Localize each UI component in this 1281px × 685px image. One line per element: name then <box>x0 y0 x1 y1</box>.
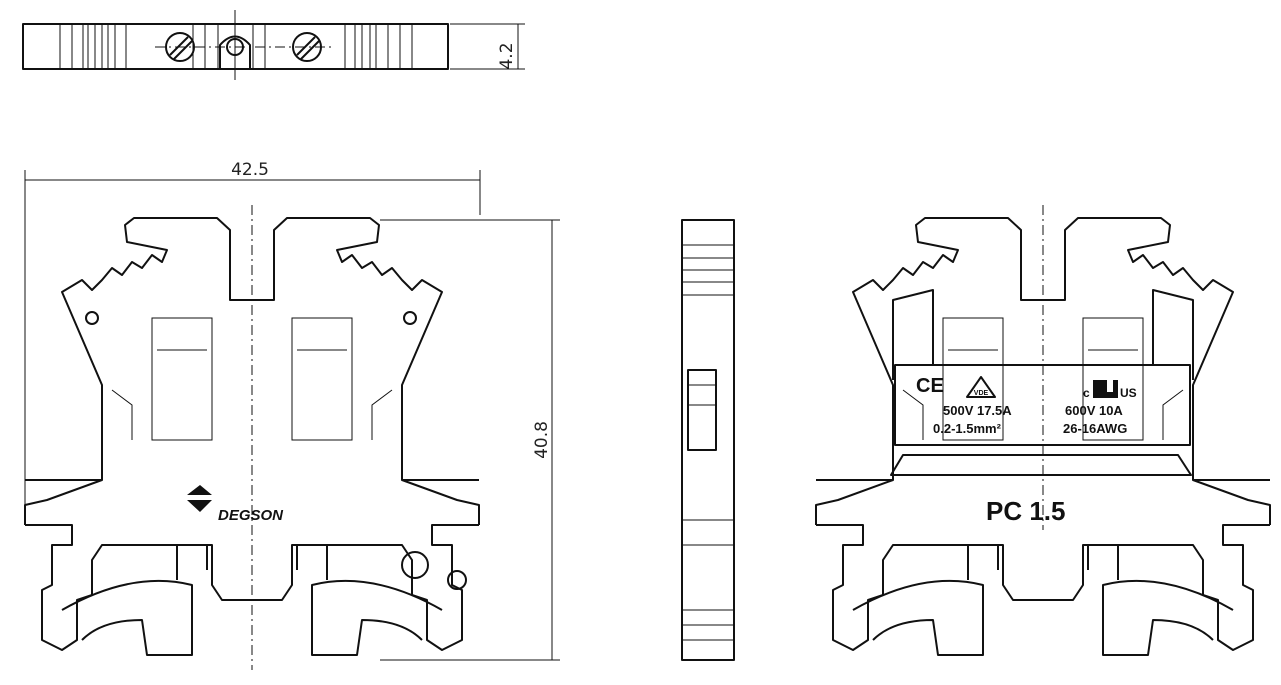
iec-wire-range: 0.2-1.5mm² <box>933 421 1002 436</box>
vde-mark-text: VDE <box>974 390 989 397</box>
ul-c-mark: c <box>1083 386 1090 400</box>
rear-view: CE VDE 500V 17.5A 0.2-1.5mm² c US 600V 1… <box>815 205 1271 656</box>
front-view: DEGSON <box>24 205 480 670</box>
top-view: 4.2 <box>22 10 525 80</box>
ul-rating: 600V 10A <box>1065 403 1123 418</box>
dimension-lines: 42.5 40.8 <box>24 160 560 661</box>
model-label: PC 1.5 <box>986 496 1066 526</box>
ul-us-mark: US <box>1120 386 1137 400</box>
ce-mark: CE <box>916 375 944 397</box>
ul-logo-icon <box>1093 380 1118 398</box>
vde-mark-icon <box>966 376 996 398</box>
dimension-width: 42.5 <box>231 160 269 180</box>
dimension-height-top: 4.2 <box>497 42 517 69</box>
brand-logo-text: DEGSON <box>218 507 284 524</box>
side-view <box>681 219 735 661</box>
iec-rating: 500V 17.5A <box>943 403 1012 418</box>
ul-wire-range: 26-16AWG <box>1063 421 1127 436</box>
dimension-height: 40.8 <box>532 421 552 459</box>
